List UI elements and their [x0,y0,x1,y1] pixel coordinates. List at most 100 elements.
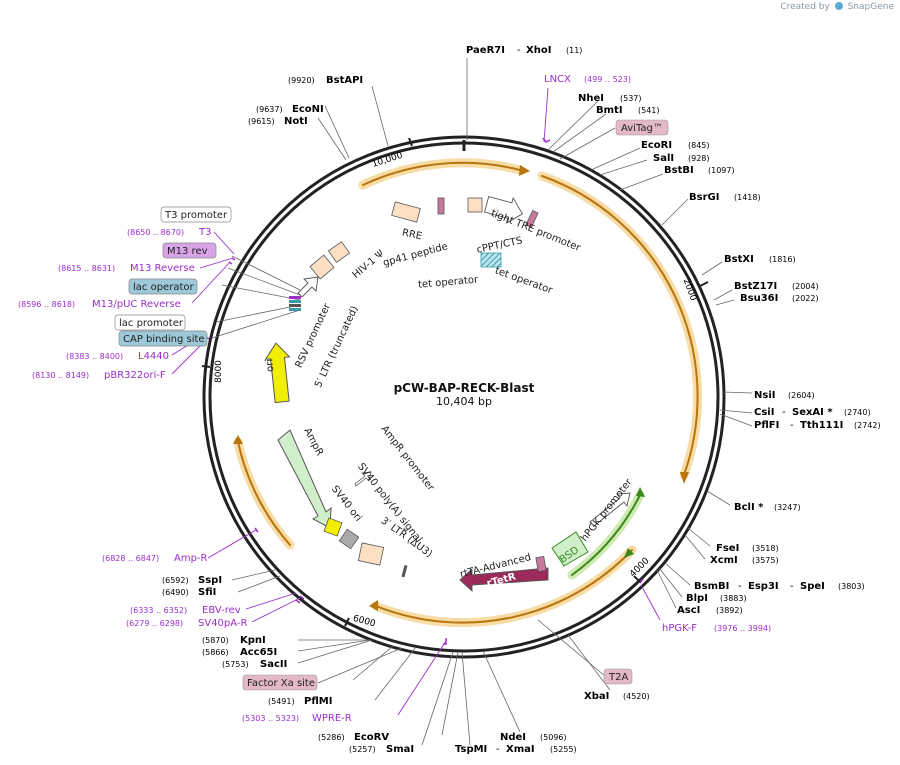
feature-cap-binding-site[interactable]: CAP binding site [118,330,208,347]
primer-ebv-rev[interactable]: (6333 .. 6352) EBV-rev [130,605,241,616]
svg-text:XcmI: XcmI [710,555,738,566]
site-noti[interactable]: (9615)NotI [248,116,308,127]
site-fsei[interactable]: FseI(3518) [716,543,779,554]
ltr3-box [357,542,385,566]
site-bsmbi-esp3i-spei[interactable]: BsmBI- Esp3I- SpeI(3803) [694,581,865,592]
primer-hpgk-f[interactable]: hPGK-F(3976 .. 3994) [662,623,771,634]
site-bsu36i[interactable]: Bsu36I(2022) [740,293,819,304]
primer-amp-r[interactable]: (6828 .. 6847)Amp-R [102,553,208,564]
svg-text:SmaI: SmaI [386,744,414,755]
site-bcli[interactable]: BclI *(3247) [734,502,801,513]
svg-text:(5753): (5753) [222,660,249,669]
site-bstz17i[interactable]: BstZ17I(2004) [734,281,819,292]
site-sacii[interactable]: (5753)SacII [222,659,287,670]
site-bstbi[interactable]: BstBI(1097) [664,165,735,176]
site-nsii[interactable]: NsiI(2604) [754,390,815,401]
svg-text:(2740): (2740) [844,408,871,417]
svg-text:T3: T3 [198,227,211,238]
sv40pa-box [338,528,360,550]
site-bmti[interactable]: BmtI(541) [596,105,660,116]
svg-text:PaeR7I: PaeR7I [466,45,505,56]
site-blpi[interactable]: BlpI(3883) [686,593,747,604]
svg-text:(5255): (5255) [550,745,577,754]
label-amprprom: AmpR promoter [379,424,437,494]
rtetr-arrow [459,567,549,593]
svg-text:(3518): (3518) [752,544,779,553]
site-asci[interactable]: AscI(3892) [677,605,743,616]
site-xbai[interactable]: XbaI(4520) [584,691,650,702]
svg-text:(3892): (3892) [716,606,743,615]
svg-text:XmaI: XmaI [506,744,535,755]
feature-factor-xa[interactable]: Factor Xa site [242,674,318,691]
svg-text:SpeI: SpeI [800,581,825,592]
feature-t2a[interactable]: T2A [603,668,633,685]
svg-text:(8596 .. 8618): (8596 .. 8618) [18,300,75,309]
site-paer7i-xhoi[interactable]: PaeR7I - XhoI (11) [466,45,582,56]
primer-lncx[interactable]: LNCX(499 .. 523) [544,74,631,85]
credit-prefix: Created by [780,2,830,12]
site-acc65i[interactable]: (5866)Acc65I [202,647,277,658]
site-pflmi[interactable]: (5491)PflMI [268,696,332,707]
rre-box [391,201,421,223]
primer-t3[interactable]: (8650 .. 8670)T3 [127,227,211,238]
primer-flags [205,137,644,645]
svg-text:(9920): (9920) [288,76,315,85]
svg-text:M13/pUC Reverse: M13/pUC Reverse [92,299,181,310]
primer-pbr322ori-f[interactable]: (8130 .. 8149)pBR322ori-F [32,370,166,381]
site-ecori[interactable]: EcoRI(845) [641,140,710,151]
site-pflfi-tth111i[interactable]: PflFI- Tth111I(2742) [754,420,881,431]
snapgene-logo-icon [834,2,843,10]
svg-text:(5491): (5491) [268,697,295,706]
site-kpni[interactable]: (5870)KpnI [202,635,266,646]
site-ecorv[interactable]: (5286)EcoRV [318,732,389,743]
hpgk-arrow [589,492,631,527]
svg-text:(537): (537) [620,94,642,103]
ori-arrow [264,342,291,404]
svg-text:-: - [517,45,521,56]
svg-text:(1418): (1418) [734,193,761,202]
site-bsrgi[interactable]: BsrGI(1418) [689,192,761,203]
site-tspmi-xmai[interactable]: TspMI- XmaI(5255) [455,744,577,755]
site-bstxi[interactable]: BstXI(1816) [724,254,796,265]
svg-text:M13 Reverse: M13 Reverse [130,263,195,274]
site-sspi[interactable]: (6592)SspI [162,575,222,586]
site-sali[interactable]: SalI(928) [653,153,710,164]
site-leader-lines [231,58,753,746]
orf-arcs [233,158,703,628]
tre-small-box [525,209,539,229]
svg-text:Acc65I: Acc65I [240,647,277,658]
svg-text:(11): (11) [566,46,582,55]
svg-text:(1816): (1816) [769,255,796,264]
primer-m13-reverse[interactable]: (8615 .. 8631)M13 Reverse [58,263,195,274]
feature-lac-promoter[interactable]: lac promoter [114,314,186,331]
label-gp41: gp41 peptide [382,241,449,269]
svg-text:(6333 .. 6352): (6333 .. 6352) [130,606,187,615]
site-csii-sexai[interactable]: CsiI- SexAI *(2740) [754,407,871,418]
site-bstapi[interactable]: (9920)BstAPI [288,75,363,86]
site-econi[interactable]: (9637)EcoNI [256,104,324,115]
svg-text:NsiI: NsiI [754,390,775,401]
site-sfii[interactable]: (6490)SfiI [162,587,216,598]
site-smai[interactable]: (5257)SmaI [349,744,414,755]
site-xcmi[interactable]: XcmI (3575) [710,555,779,566]
plasmid-size: 10,404 bp [436,395,492,408]
feature-t3-promoter[interactable]: T3 promoter [160,206,232,223]
label-ampr: AmpR [301,426,325,458]
orf-arrowheads [233,165,689,611]
sv40ori-box [323,517,343,537]
svg-text:SspI: SspI [198,575,222,586]
svg-text:-: - [496,744,500,755]
primer-l4440[interactable]: (8383 .. 8400)L4440 [66,351,169,362]
primer-sv40pa-r[interactable]: (6279 .. 6298)SV40pA-R [126,618,247,629]
primer-m13-puc-reverse[interactable]: (8596 .. 8618) M13/pUC Reverse [18,299,181,310]
feature-avitag[interactable]: AviTag™ [615,119,669,136]
svg-text:(3575): (3575) [752,556,779,565]
feature-m13-rev[interactable]: M13 rev [162,242,217,259]
site-nhei[interactable]: NheI(537) [578,93,642,104]
feature-lac-operator[interactable]: lac operator [128,278,198,295]
bsd-box [551,531,589,567]
site-ndei[interactable]: NdeI(5096) [500,732,567,743]
primer-wpre-r[interactable]: (5303 .. 5323)WPRE-R [242,713,352,724]
svg-text:EBV-rev: EBV-rev [202,605,241,616]
